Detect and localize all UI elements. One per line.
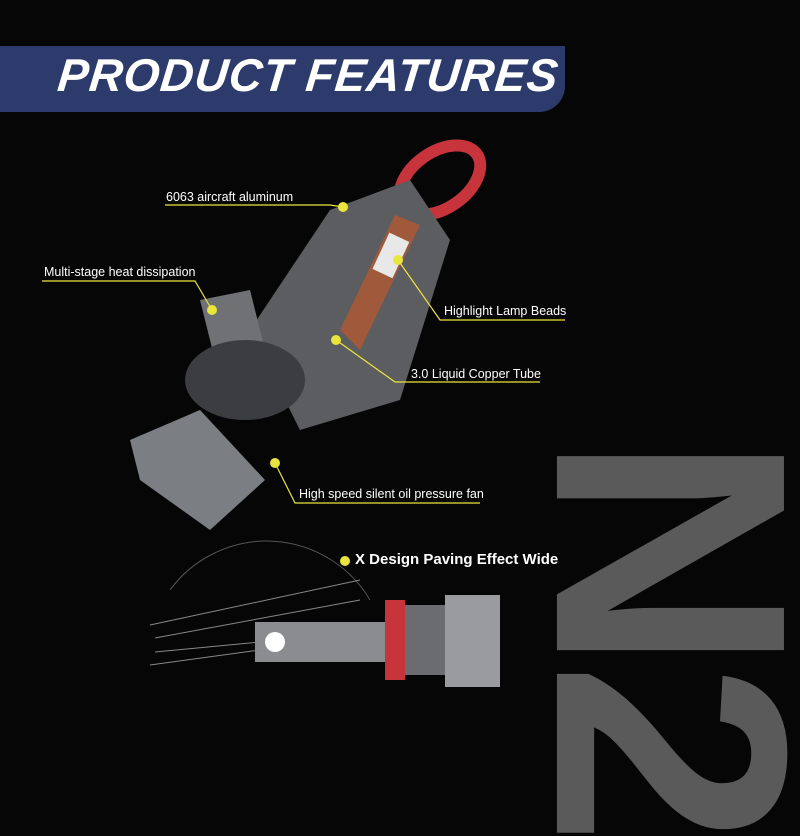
- beam-caption: X Design Paving Effect Wide: [355, 551, 559, 568]
- callout-line-fan: [274, 462, 480, 504]
- header-banner: [0, 46, 565, 112]
- feature-dot: [393, 255, 403, 265]
- side-view-led-glow: [265, 632, 285, 652]
- beam-ray: [154, 599, 361, 639]
- end-cap: [130, 410, 265, 530]
- feature-dot: [270, 458, 280, 468]
- feature-dot: [331, 335, 341, 345]
- bulb-side-view: [149, 540, 500, 687]
- product-illustration: [42, 139, 565, 687]
- side-view-seal-ring: [385, 600, 405, 680]
- beam-ray: [154, 641, 261, 653]
- feature-label-copper-tube: 3.0 Liquid Copper Tube: [411, 367, 541, 381]
- feature-dot: [207, 305, 217, 315]
- feature-label-lamp-beads: Highlight Lamp Beads: [444, 304, 567, 318]
- feature-label-fan: High speed silent oil pressure fan: [299, 487, 484, 501]
- fan: [185, 340, 305, 420]
- lamp-beads: [372, 232, 410, 279]
- side-view-neck: [405, 605, 445, 675]
- caption-dot: [340, 556, 350, 566]
- feature-label-aluminum: 6063 aircraft aluminum: [166, 190, 294, 204]
- callout-line-copper-tube: [335, 339, 540, 383]
- bulb-body: [130, 139, 487, 530]
- beam-ray: [149, 649, 261, 666]
- callout-line-aluminum: [165, 204, 344, 208]
- beam-ray: [149, 579, 361, 626]
- beam-arc: [169, 540, 371, 601]
- feature-dot: [338, 202, 348, 212]
- callout-line-lamp-beads: [397, 259, 565, 321]
- side-view-fan-housing: [445, 595, 500, 687]
- feature-label-heat-dissipation: Multi-stage heat dissipation: [44, 265, 196, 279]
- callout-line-heat-dissipation: [42, 280, 213, 311]
